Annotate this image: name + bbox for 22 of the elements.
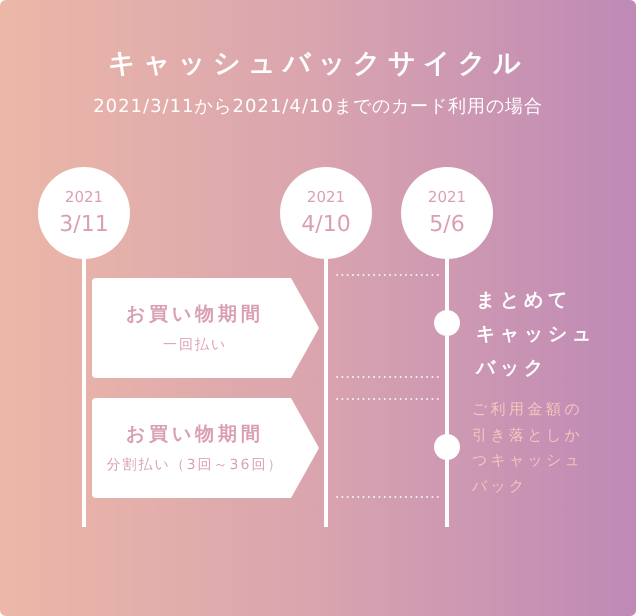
- timeline-line: [324, 259, 328, 527]
- timeline-dot: [434, 310, 460, 336]
- date-label: 3/11: [59, 212, 109, 238]
- year-label: 2021: [306, 188, 346, 207]
- period-title: お買い物期間: [126, 422, 264, 447]
- date-label: 4/10: [301, 212, 351, 238]
- timeline-line: [82, 259, 86, 527]
- period-arrow-box: [92, 398, 319, 498]
- timeline-dot: [434, 434, 460, 460]
- year-label: 2021: [428, 188, 466, 207]
- timeline-line: [445, 259, 449, 310]
- title: キャッシュバックサイクル: [108, 47, 528, 81]
- payment-type: 分割払い（3回～36回）: [106, 456, 284, 475]
- date-label: 5/6: [429, 212, 465, 238]
- period-title: お買い物期間: [126, 302, 264, 327]
- period-arrow-box: [92, 278, 319, 378]
- timeline-line: [445, 460, 449, 527]
- event-note: まとめてキャッシュバック: [476, 288, 597, 381]
- timeline-line: [445, 336, 449, 434]
- payment-type: 一回払い: [163, 336, 227, 355]
- year-label: 2021: [64, 188, 104, 207]
- subtitle: 2021/3/11から2021/4/10までのカード利用の場合: [93, 95, 543, 119]
